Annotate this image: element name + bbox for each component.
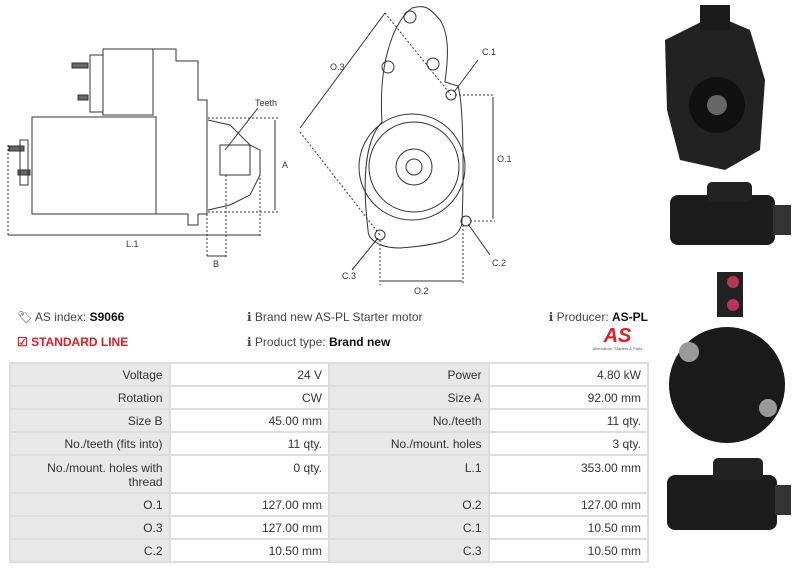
label-c3: C.3 xyxy=(342,271,356,281)
as-pl-logo: AS Alternators, Starters & Parts xyxy=(592,325,643,351)
spec-value: 24 V xyxy=(168,362,330,387)
description: ℹ Brand new AS-PL Starter motor xyxy=(247,310,423,324)
spec-value: 353.00 mm xyxy=(487,454,650,494)
spec-label: Power xyxy=(327,362,490,387)
spec-label: Voltage xyxy=(9,362,171,387)
front-view: O.3 C.1 O.1 C.2 C.3 O.2 xyxy=(299,6,512,296)
info-icon: ℹ xyxy=(548,310,554,324)
spec-label: O.3 xyxy=(9,515,171,540)
info-icon: ℹ xyxy=(247,310,252,324)
spec-label: No./teeth (fits into) xyxy=(9,431,171,456)
label-b: B xyxy=(213,259,219,269)
spec-label: C.2 xyxy=(9,538,171,563)
spec-value: CW xyxy=(168,385,330,410)
product-photos xyxy=(665,5,791,530)
spec-value: 127.00 mm xyxy=(168,515,330,540)
photo-side-small xyxy=(670,182,791,245)
spec-value: 0 qty. xyxy=(168,454,330,494)
spec-value: 92.00 mm xyxy=(487,385,650,410)
label-o2: O.2 xyxy=(414,286,429,296)
spec-label: Size B xyxy=(9,408,171,433)
spec-value: 45.00 mm xyxy=(168,408,330,433)
spec-label: C.1 xyxy=(327,515,490,540)
as-index-value: S9066 xyxy=(89,310,125,324)
spec-value: 11 qty. xyxy=(487,408,650,433)
spec-value: 127.00 mm xyxy=(168,492,330,517)
spec-value: 10.50 mm xyxy=(487,538,650,563)
spec-value: 127.00 mm xyxy=(487,492,650,517)
spec-label: O.1 xyxy=(9,492,171,517)
label-l1: L.1 xyxy=(126,239,139,249)
label-a: A xyxy=(282,160,288,170)
product-type: ℹ Product type: Brand new xyxy=(247,335,391,349)
spec-label: C.3 xyxy=(327,538,490,563)
spec-value: 4.80 kW xyxy=(487,362,650,387)
spec-value: 10.50 mm xyxy=(487,515,650,540)
as-index: 🏷 AS index: S9066 xyxy=(17,310,125,324)
spec-label: Rotation xyxy=(9,385,171,410)
spec-row: No./teeth (fits into)11 qty.No./mount. h… xyxy=(9,431,650,456)
spec-label: No./teeth xyxy=(327,408,490,433)
spec-label: Size A xyxy=(327,385,490,410)
spec-label: No./mount. holes xyxy=(327,431,490,456)
spec-value: 10.50 mm xyxy=(168,538,330,563)
label-teeth: Teeth xyxy=(255,98,277,108)
label-c2: C.2 xyxy=(492,258,506,268)
spec-label: No./mount. holes with thread xyxy=(9,454,171,494)
standard-line-badge: ☑ STANDARD LINE xyxy=(17,335,129,349)
label-c1: C.1 xyxy=(482,47,496,57)
photo-rear xyxy=(669,272,785,443)
checkbox-icon: ☑ xyxy=(17,335,28,349)
label-o1: O.1 xyxy=(497,154,512,164)
producer: ℹ Producer: AS-PL xyxy=(548,310,648,324)
spec-value: 11 qty. xyxy=(168,431,330,456)
side-view: Teeth A L.1 B xyxy=(7,48,288,269)
spec-value: 3 qty. xyxy=(487,431,650,456)
spec-label: O.2 xyxy=(327,492,490,517)
info-icon: ℹ xyxy=(247,335,252,349)
label-o3: O.3 xyxy=(330,62,345,72)
photo-side-large xyxy=(667,458,791,530)
spec-label: L.1 xyxy=(327,454,490,494)
photo-front xyxy=(665,5,765,170)
tags-icon: 🏷 xyxy=(17,310,33,324)
technical-drawing: Teeth A L.1 B O.3 C.1 O.1 C.2 C.3 O.2 xyxy=(7,6,512,296)
